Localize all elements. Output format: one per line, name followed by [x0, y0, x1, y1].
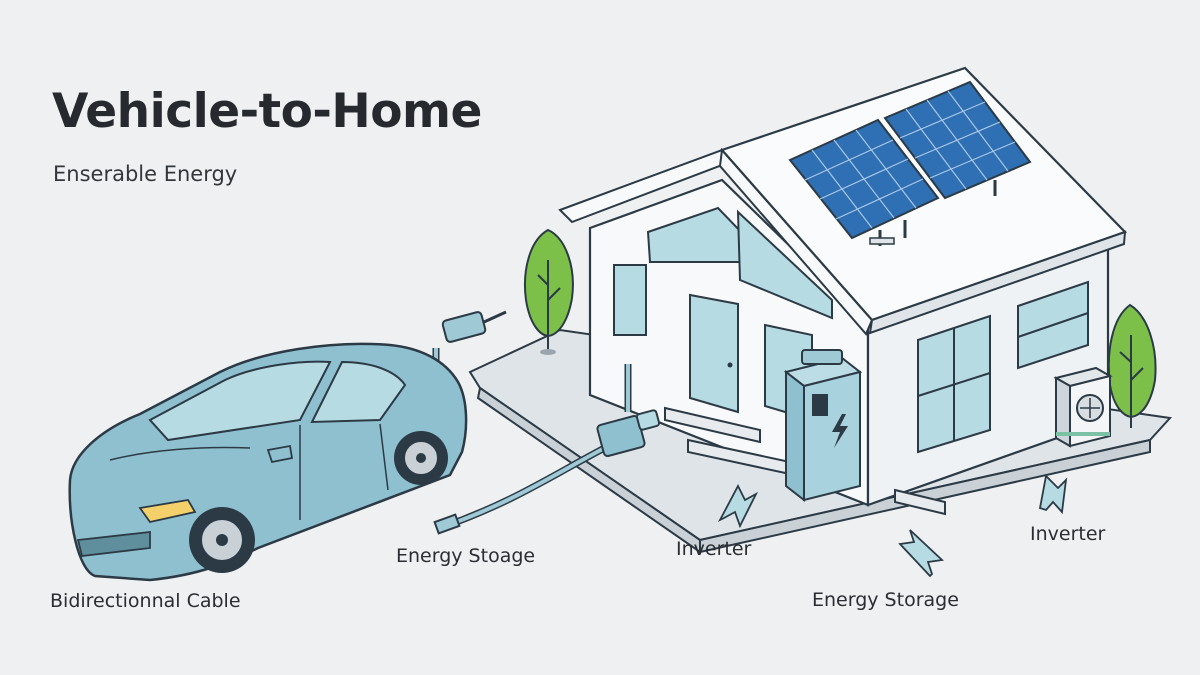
label-energy-storage-bottom: Energy Storage — [812, 589, 959, 611]
battery-unit — [783, 349, 863, 503]
tree-right — [1107, 303, 1157, 428]
electric-car — [68, 342, 468, 582]
inverter-unit — [1053, 366, 1113, 448]
flow-arrows — [717, 474, 1068, 578]
tree-left — [524, 228, 574, 355]
page-subtitle: Enserable Energy — [53, 162, 238, 186]
label-cable: Bidirectionnal Cable — [50, 590, 241, 612]
page-title: Vehicle-to-Home — [52, 84, 482, 139]
label-energy-storage-left: Energy Stoage — [396, 545, 536, 567]
label-inverter-center: Inverter — [676, 538, 752, 560]
label-inverter-right: Inverter — [1030, 523, 1106, 545]
solar-array — [788, 80, 1032, 246]
